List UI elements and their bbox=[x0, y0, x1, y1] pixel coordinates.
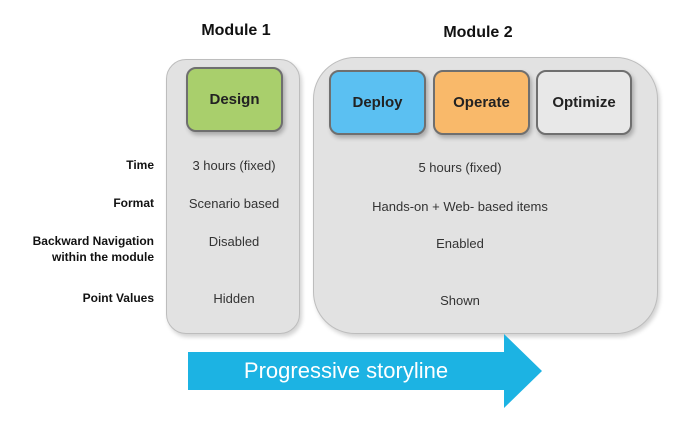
module-1-backward-navigation: Disabled bbox=[208, 234, 260, 249]
optimize-box: Optimize bbox=[536, 70, 632, 135]
deploy-box: Deploy bbox=[329, 70, 426, 135]
row-label-format: Format bbox=[113, 196, 154, 210]
module-1-point-values: Hidden bbox=[213, 291, 255, 306]
row-label-backward-navigation: Backward Navigation within the module bbox=[0, 233, 154, 265]
design-label: Design bbox=[209, 91, 260, 108]
row-label-time: Time bbox=[126, 158, 154, 172]
module-2-point-values: Shown bbox=[440, 293, 480, 308]
module-2-time: 5 hours (fixed) bbox=[418, 160, 502, 175]
module-1-time: 3 hours (fixed) bbox=[192, 158, 276, 173]
deploy-label: Deploy bbox=[352, 94, 403, 111]
progressive-storyline-arrow bbox=[188, 334, 542, 408]
design-box: Design bbox=[186, 67, 283, 132]
module-1-format: Scenario based bbox=[188, 196, 280, 211]
row-label-backward-navigation-line1: Backward Navigation bbox=[32, 234, 154, 248]
module-2-title: Module 2 bbox=[443, 24, 513, 41]
module-1-title: Module 1 bbox=[201, 22, 271, 39]
row-label-backward-navigation-line2: within the module bbox=[52, 250, 154, 264]
operate-box: Operate bbox=[433, 70, 530, 135]
optimize-label: Optimize bbox=[552, 94, 616, 111]
operate-label: Operate bbox=[453, 94, 510, 111]
progressive-storyline-label: Progressive storyline bbox=[243, 358, 449, 383]
module-2-format: Hands-on + Web- based items bbox=[372, 199, 548, 214]
row-label-point-values: Point Values bbox=[82, 291, 154, 305]
module-2-backward-navigation: Enabled bbox=[436, 236, 484, 251]
